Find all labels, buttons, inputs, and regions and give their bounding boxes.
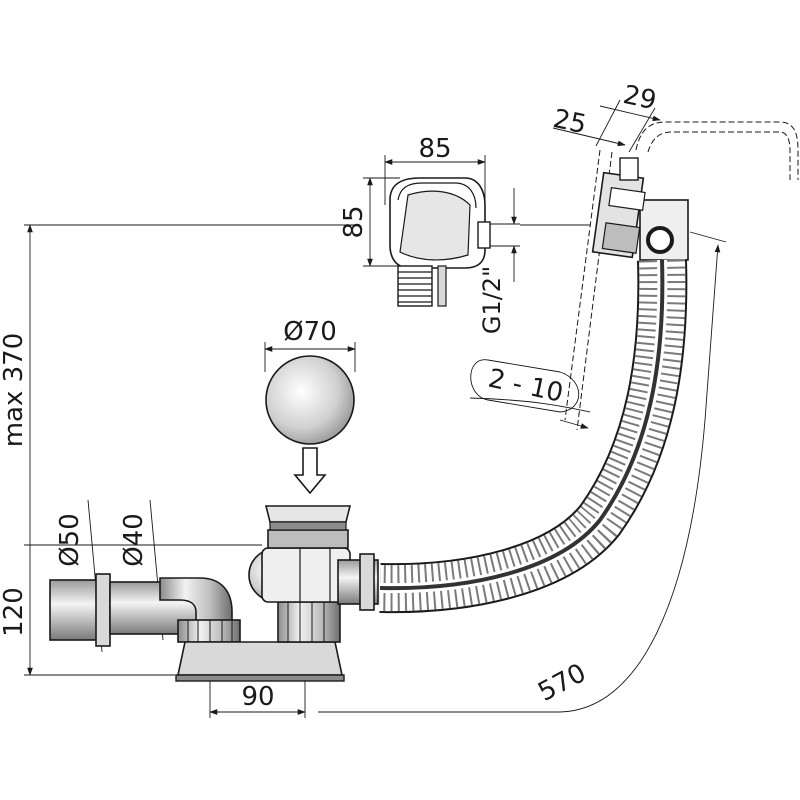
insert-arrow-icon [293,447,327,495]
dim-29: 29 [620,80,659,116]
overflow-thread [397,265,447,307]
overflow-housing [591,157,689,261]
flex-hose [379,259,688,614]
dim-outlet-40: Ø40 [119,513,149,567]
dim-max-height: max 370 [0,333,29,448]
dim-thread: G1/2" [478,266,506,334]
waste-body [49,505,379,682]
dim-overflow-height: 85 [339,205,369,238]
dim-25: 25 [550,104,589,140]
plug-disc [265,355,355,445]
dim-overflow-width: 85 [418,134,451,164]
dim-hose-length: 570 [533,658,591,708]
dimension-lines [24,99,727,718]
dim-offset-90: 90 [241,682,274,712]
dim-outlet-50: Ø50 [55,513,85,567]
dim-plug-diameter: Ø70 [283,317,337,347]
overflow-cover [389,177,491,307]
dim-height-120: 120 [0,587,29,637]
wall-range-frame [470,359,580,413]
